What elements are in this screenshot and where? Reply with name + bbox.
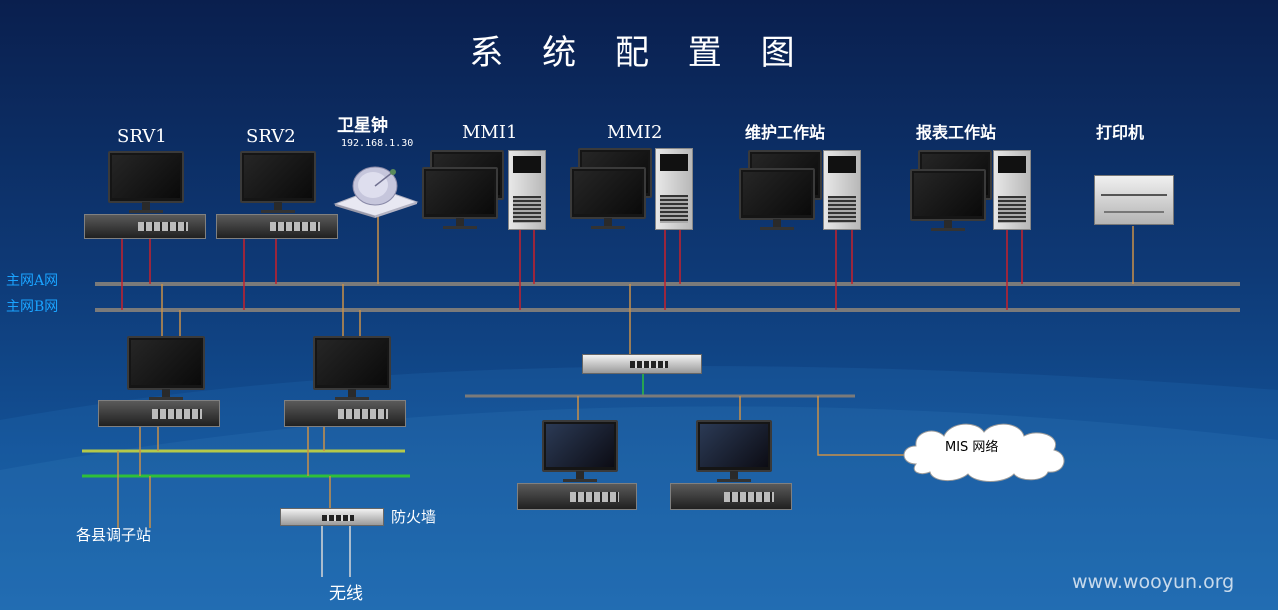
- mmi2-monitor-icon: [570, 167, 646, 229]
- report-label: 报表工作站: [916, 123, 997, 142]
- mmi1-label: MMI1: [462, 122, 518, 143]
- maint-monitor-icon: [739, 168, 815, 230]
- srv2-monitor-icon: [240, 151, 316, 213]
- page-title: 系 统 配 置 图: [469, 33, 809, 73]
- srv1-label: SRV1: [117, 126, 167, 147]
- mis-label: MIS 网络: [945, 440, 999, 455]
- mmi1-monitor-icon: [422, 167, 498, 229]
- fe1-rack-server-icon: [98, 400, 220, 427]
- report-monitor-icon: [910, 169, 986, 231]
- net-b-label: 主网B网: [6, 299, 59, 315]
- watermark: www.wooyun.org: [1072, 571, 1235, 593]
- fe1-monitor-icon: [127, 336, 205, 400]
- srv2-rack-server-icon: [216, 214, 338, 239]
- srv1-monitor-icon: [108, 151, 184, 213]
- cloud-icon: [903, 423, 1065, 482]
- mmi1-tower-pc-icon: [508, 150, 546, 230]
- mis-srv2-rack-server-icon: [670, 483, 792, 510]
- mis-srv1-monitor-icon: [542, 420, 618, 482]
- fe2-rack-server-icon: [284, 400, 406, 427]
- mis-srv2-monitor-icon: [696, 420, 772, 482]
- fe2-monitor-icon: [313, 336, 391, 400]
- link-mis-cloud: [817, 396, 905, 456]
- network-switch-icon: [582, 354, 702, 374]
- srv2-label: SRV2: [246, 126, 296, 147]
- printer-label: 打印机: [1096, 123, 1145, 142]
- srv1-rack-server-icon: [84, 214, 206, 239]
- printer-icon: [1094, 175, 1174, 225]
- satellite-dish-icon: [333, 166, 419, 218]
- mmi2-label: MMI2: [607, 122, 663, 143]
- net-a-label: 主网A网: [6, 273, 59, 289]
- firewall-icon: [280, 508, 384, 526]
- clock-ip-label: 192.168.1.30: [341, 138, 414, 149]
- clock-label: 卫星钟: [337, 116, 388, 136]
- wireless-label: 无线: [329, 584, 363, 604]
- county-label: 各县调子站: [76, 526, 152, 544]
- report-tower-pc-icon: [993, 150, 1031, 230]
- firewall-label: 防火墙: [391, 508, 437, 526]
- mmi2-tower-pc-icon: [655, 148, 693, 230]
- maint-tower-pc-icon: [823, 150, 861, 230]
- mis-srv1-rack-server-icon: [517, 483, 637, 510]
- maint-label: 维护工作站: [745, 123, 826, 142]
